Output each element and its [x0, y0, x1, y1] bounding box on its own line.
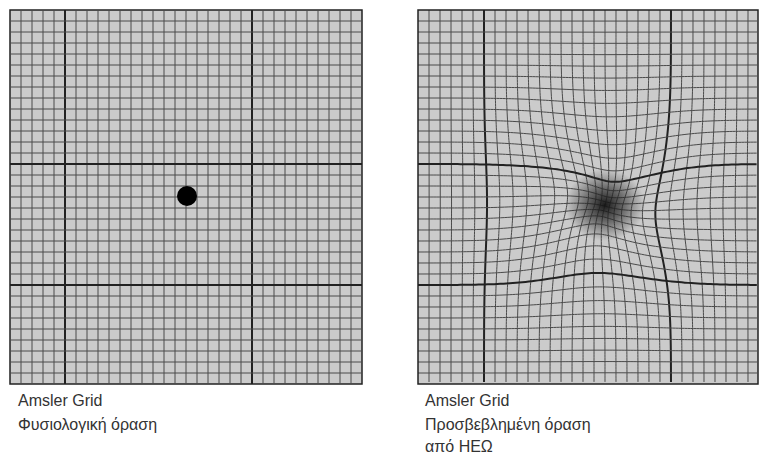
grid-line — [418, 43, 757, 44]
grid-line — [10, 21, 362, 22]
grid-line — [418, 109, 757, 117]
grid-line — [418, 54, 757, 56]
normal-grid-ground — [10, 10, 362, 384]
grid-line — [451, 10, 453, 382]
grid-line — [10, 142, 362, 143]
grid-line — [418, 372, 757, 373]
grid-line — [418, 287, 757, 296]
grid-line — [10, 87, 362, 88]
central-scotoma — [565, 169, 645, 241]
grid-line — [10, 120, 362, 121]
grid-line — [418, 273, 757, 285]
grid-line — [418, 314, 757, 318]
grid-line — [506, 10, 513, 382]
grid-line — [418, 120, 757, 131]
grid-line — [10, 329, 362, 330]
grid-line — [747, 10, 748, 382]
grid-line — [418, 338, 757, 340]
grid-line — [10, 32, 362, 33]
grid-line — [735, 10, 737, 382]
grid-line — [710, 10, 715, 382]
grid-line — [10, 307, 362, 308]
grid-line — [697, 10, 704, 382]
grid-line — [10, 219, 362, 220]
caption-text: Φυσιολογική όραση — [18, 414, 318, 436]
grid-line — [10, 351, 362, 352]
grid-line — [10, 340, 362, 341]
grid-line — [418, 87, 757, 90]
grid-line — [10, 274, 362, 275]
grid-line — [462, 10, 463, 382]
grid-line — [10, 163, 362, 165]
grid-line — [10, 76, 362, 77]
grid-line — [418, 98, 757, 103]
grid-line — [495, 10, 500, 382]
grid-line — [418, 65, 757, 66]
grid-line — [418, 76, 757, 78]
grid-line — [418, 21, 757, 22]
caption-text: Amsler Grid — [18, 390, 318, 412]
grid-line — [418, 142, 757, 158]
normal-grid-lines — [10, 10, 362, 384]
grid-line — [418, 350, 757, 352]
grid-line — [10, 296, 362, 297]
grid-line — [10, 109, 362, 110]
grid-line — [723, 10, 726, 382]
grid-line — [418, 361, 757, 362]
grid-line — [10, 373, 362, 374]
grid-line — [10, 175, 362, 176]
distorted-grid-lines — [418, 10, 757, 382]
grid-line — [10, 98, 362, 99]
fixation-dot — [177, 186, 197, 206]
caption-text: Amsler Grid — [425, 390, 725, 412]
grid-line — [10, 131, 362, 132]
grid-line — [10, 43, 362, 44]
grid-line — [10, 241, 362, 242]
grid-line — [418, 153, 757, 171]
grid-line — [10, 362, 362, 363]
grid-line — [10, 318, 362, 319]
grid-line — [418, 301, 757, 307]
grid-line — [10, 153, 362, 154]
grid-line — [10, 54, 362, 55]
grid-line — [10, 65, 362, 66]
grid-line — [10, 252, 362, 253]
grid-line — [418, 259, 757, 274]
grid-line — [10, 263, 362, 264]
grid-line — [10, 284, 362, 286]
distorted-grid-ground — [418, 10, 758, 384]
grid-line — [418, 246, 757, 263]
grid-line — [10, 230, 362, 231]
grid-line — [10, 208, 362, 209]
grid-line — [429, 10, 430, 382]
grid-line — [473, 10, 475, 382]
distorted-grid-border — [418, 10, 758, 384]
caption-text: Προσβεβλημένη όραση από ΗΕΩ — [425, 414, 615, 458]
grid-line — [418, 32, 757, 33]
grid-line — [484, 10, 487, 382]
grid-line — [418, 326, 757, 329]
grid-line — [440, 10, 441, 382]
